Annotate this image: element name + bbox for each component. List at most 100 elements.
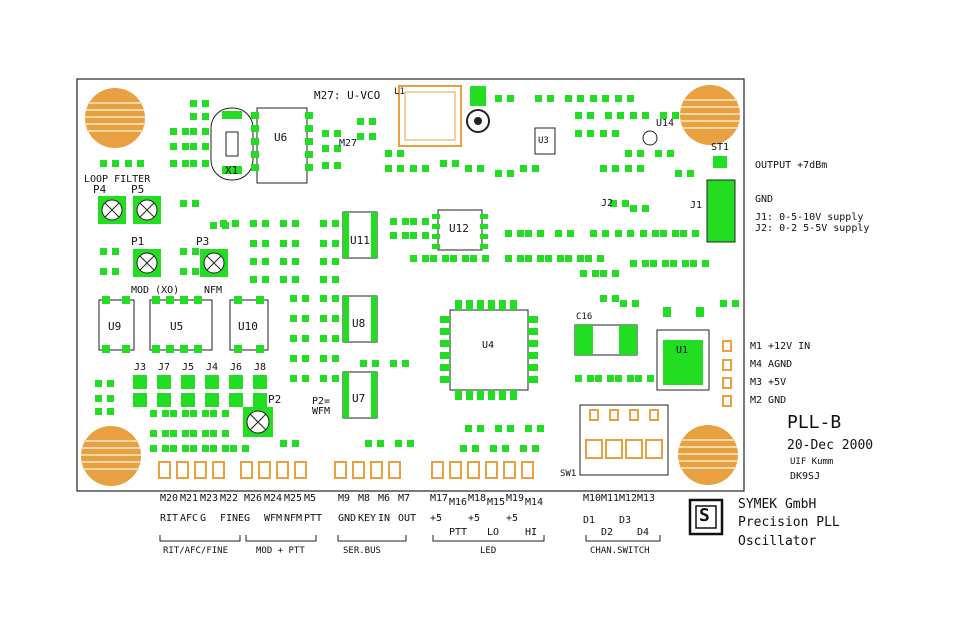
smd-pad [537,230,544,237]
smd-pad [640,230,647,237]
smd-pad [100,268,107,275]
smd-pad [652,230,659,237]
smd-pad [112,160,119,167]
title-call: DK9SJ [790,471,821,482]
smd-pad [365,440,372,447]
smd-pad [610,200,617,207]
smd-pad [495,425,502,432]
smd-pad [210,445,217,452]
smd-pad [107,380,114,387]
ref-st1: ST1 [711,142,730,153]
smd-pad [290,355,297,362]
connector-pin-m19: M19 [506,493,525,504]
smd-pad [190,430,197,437]
smd-pad [592,270,599,277]
smd-pad [162,410,169,417]
smd-pad [517,230,524,237]
smd-pad [535,95,542,102]
smd-pad [210,430,217,437]
ref-u6: U6 [274,131,288,144]
smd-pad [202,143,209,150]
power-pads [722,340,732,407]
smd-pad [390,218,397,225]
smd-pad [450,255,457,262]
ref-j2: J2 [601,198,614,209]
smd-passive-pads [95,95,739,452]
smd-pad [190,113,197,120]
smd-pad [612,295,619,302]
smd-pad [537,425,544,432]
smd-pad [462,255,469,262]
smd-pad [565,255,572,262]
smd-pad [292,258,299,265]
title-name: PLL-B [787,412,842,433]
smd-pad [302,295,309,302]
ic-u8 [342,295,378,343]
smd-pad [280,258,287,265]
connector-signal: AFC [180,513,199,524]
smd-pad [440,160,447,167]
label-mod-xo: MOD (XO) [131,285,180,296]
smd-pad [422,218,429,225]
ref-p5: P5 [131,183,145,196]
smd-pad [587,130,594,137]
smd-pad [182,128,189,135]
smd-pad [322,162,329,169]
connector-signal: FINE [220,513,245,524]
smd-pad [627,230,634,237]
smd-pad [620,300,627,307]
smd-pad [170,160,177,167]
smd-pad [732,300,739,307]
power-pin-m3: M3 +5V [750,377,787,388]
smd-pad [230,445,237,452]
smd-pad [545,255,552,262]
connector-signal: G [244,513,251,524]
smd-pad [250,220,257,227]
smd-pad [210,410,217,417]
smd-pad [334,162,341,169]
smd-pad [495,95,502,102]
smd-pad [612,270,619,277]
smd-pad [680,230,687,237]
smd-pad [687,170,694,177]
ref-u4: U4 [482,340,495,351]
company-line3: Oscillator [738,534,817,549]
smd-pad [112,248,119,255]
smd-pad [334,130,341,137]
smd-pad [222,445,229,452]
connector-pin-m20: M20 [160,493,179,504]
smd-pad [532,445,539,452]
smd-pad [162,430,169,437]
smd-pad [192,248,199,255]
smd-pad [465,165,472,172]
smd-pad [422,232,429,239]
smd-pad [410,255,417,262]
smd-pad [442,255,449,262]
connector-signal: D3 [619,515,632,526]
mounting-hole-top-right [680,85,740,145]
ref-j1: J1 [690,200,703,211]
ref-u7: U7 [352,392,366,405]
smd-pad [625,150,632,157]
ic-u5 [149,296,213,353]
smd-pad [372,360,379,367]
power-pin-m1: M1 +12V IN [750,341,811,352]
smd-pad [302,375,309,382]
trimmer-p3 [200,249,228,277]
smd-pad [675,170,682,177]
connector-signal: GND [338,513,357,524]
smd-pad [635,375,642,382]
smd-pad [232,220,239,227]
label-p2-wfm: P2= WFM [312,396,331,417]
smd-pad [660,112,667,119]
vco-module [398,85,490,147]
smd-pad [357,133,364,140]
smd-pad [525,425,532,432]
smd-pad [407,440,414,447]
ref-j8: J8 [254,362,267,373]
connector-pin-m7: M7 [398,493,411,504]
label-loop-filter: LOOP FILTER [84,174,151,185]
smd-pad [702,260,709,267]
trimmer-p2 [243,407,273,437]
